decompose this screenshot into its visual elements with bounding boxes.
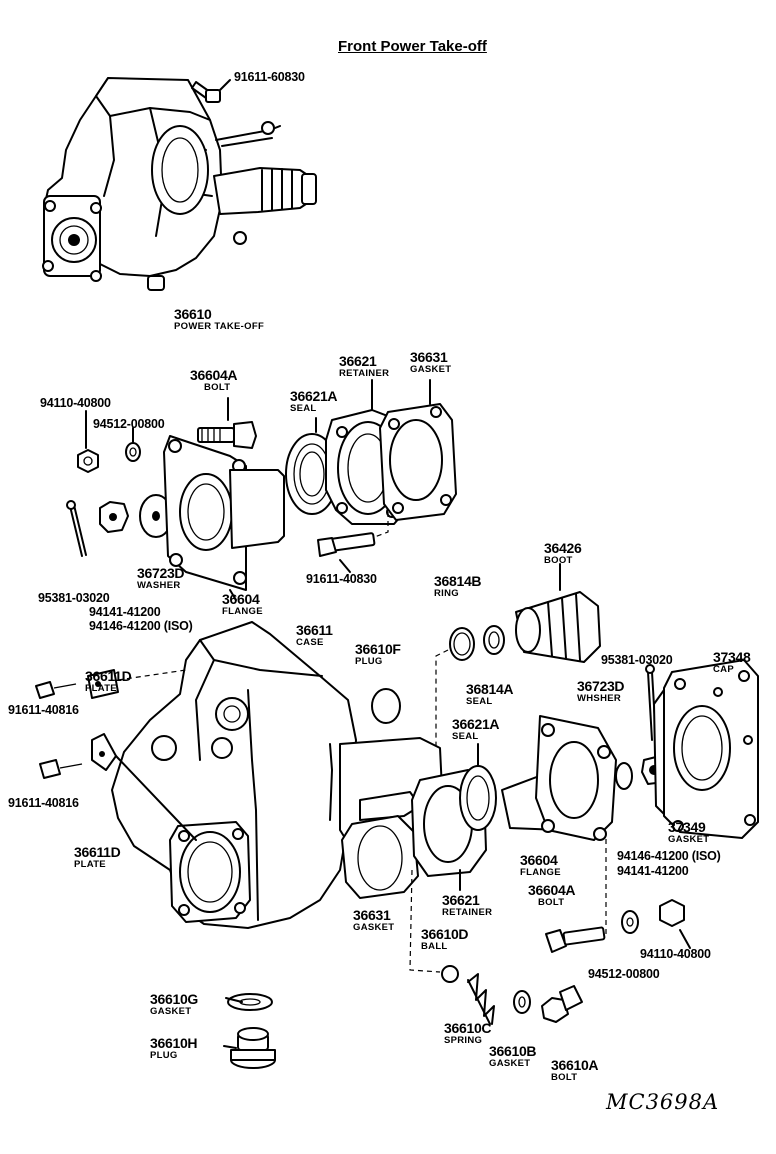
label-91611-40816-b: 91611-40816 [8, 796, 79, 810]
label-94146-41200-bot: 94146-41200 (ISO) [617, 849, 721, 863]
label-91611-60830: 91611-60830 [234, 70, 305, 84]
label-94141-41200-top: 94141-41200 [89, 605, 161, 619]
label-94110-40800-bot: 94110-40800 [640, 947, 711, 961]
label-91611-40816-a: 91611-40816 [8, 703, 79, 717]
upper-flange-group-illustration [66, 379, 457, 601]
power-take-off-assembly-illustration [42, 77, 317, 291]
label-91611-40830: 91611-40830 [306, 572, 377, 586]
diagram-title: Front Power Take-off [338, 38, 487, 55]
label-94110-40800-top: 94110-40800 [40, 396, 111, 410]
label-94512-00800-top: 94512-00800 [93, 417, 165, 431]
label-95381-03020-bot: 95381-03020 [601, 653, 673, 667]
drawing-code: MC3698A [606, 1090, 720, 1114]
case-group-illustration [35, 563, 759, 1069]
label-95381-03020-top: 95381-03020 [38, 591, 110, 605]
label-94512-00800-bot: 94512-00800 [588, 967, 660, 981]
label-94141-41200-bot: 94141-41200 [617, 864, 689, 878]
label-94146-41200-top: 94146-41200 (ISO) [89, 619, 193, 633]
